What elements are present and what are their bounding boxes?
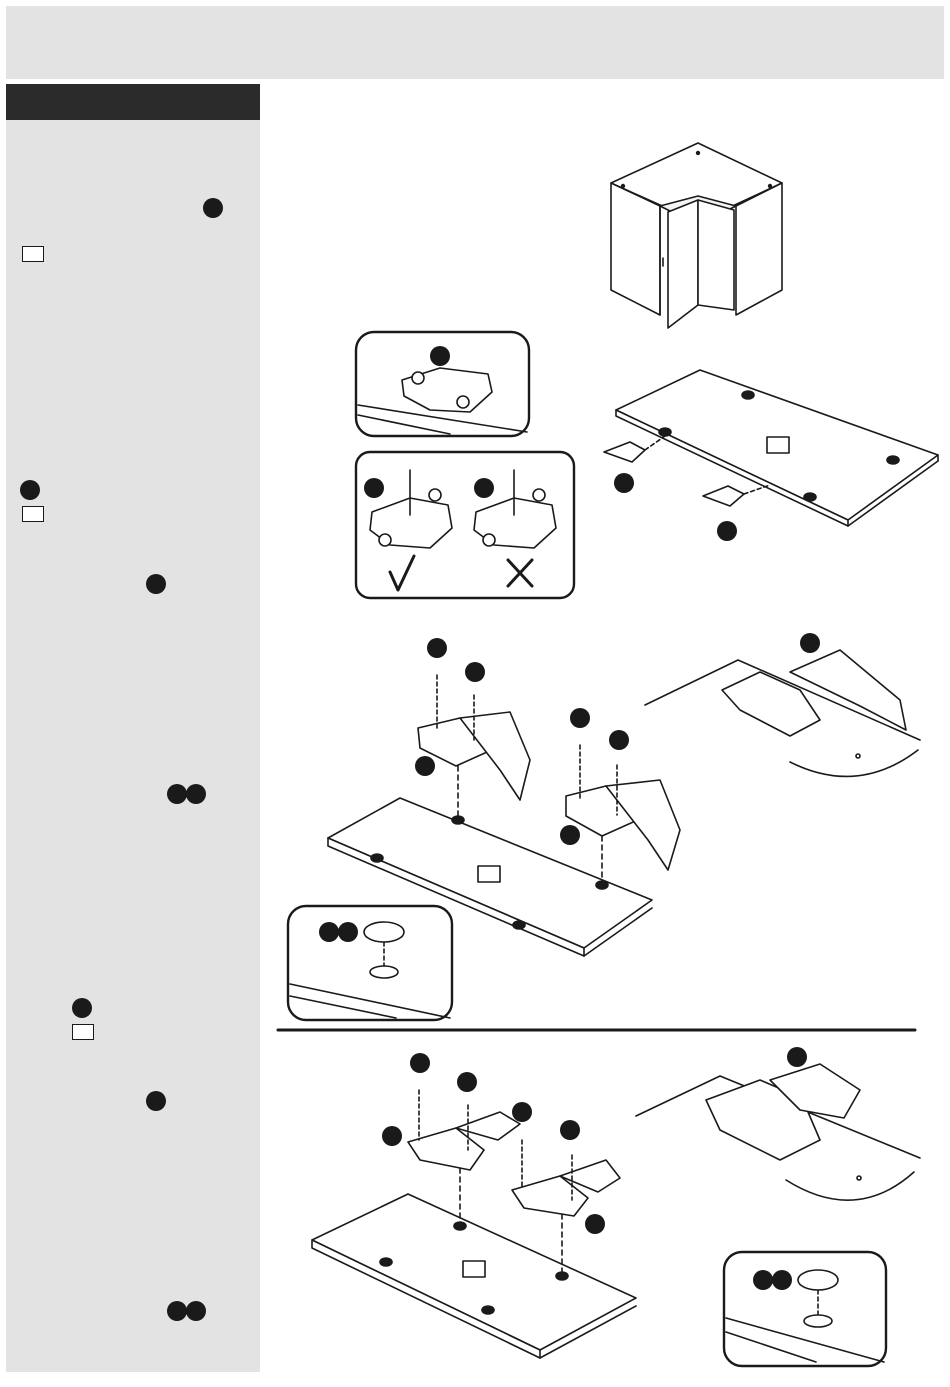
cap-callout: [288, 906, 452, 1020]
hinge-angle-detail: [645, 633, 920, 776]
door-panel-plates: [604, 370, 938, 541]
hinge-cup-cap: [364, 922, 404, 942]
cap-callout-2: [724, 1252, 886, 1366]
hinge-panel-assembly-2: [312, 1053, 636, 1358]
hinge-angle-detail-2: [636, 1047, 920, 1200]
corner-cabinet-illustration: [611, 143, 782, 328]
mounting-plate-callout: [356, 332, 529, 436]
orientation-callout: [356, 452, 574, 598]
